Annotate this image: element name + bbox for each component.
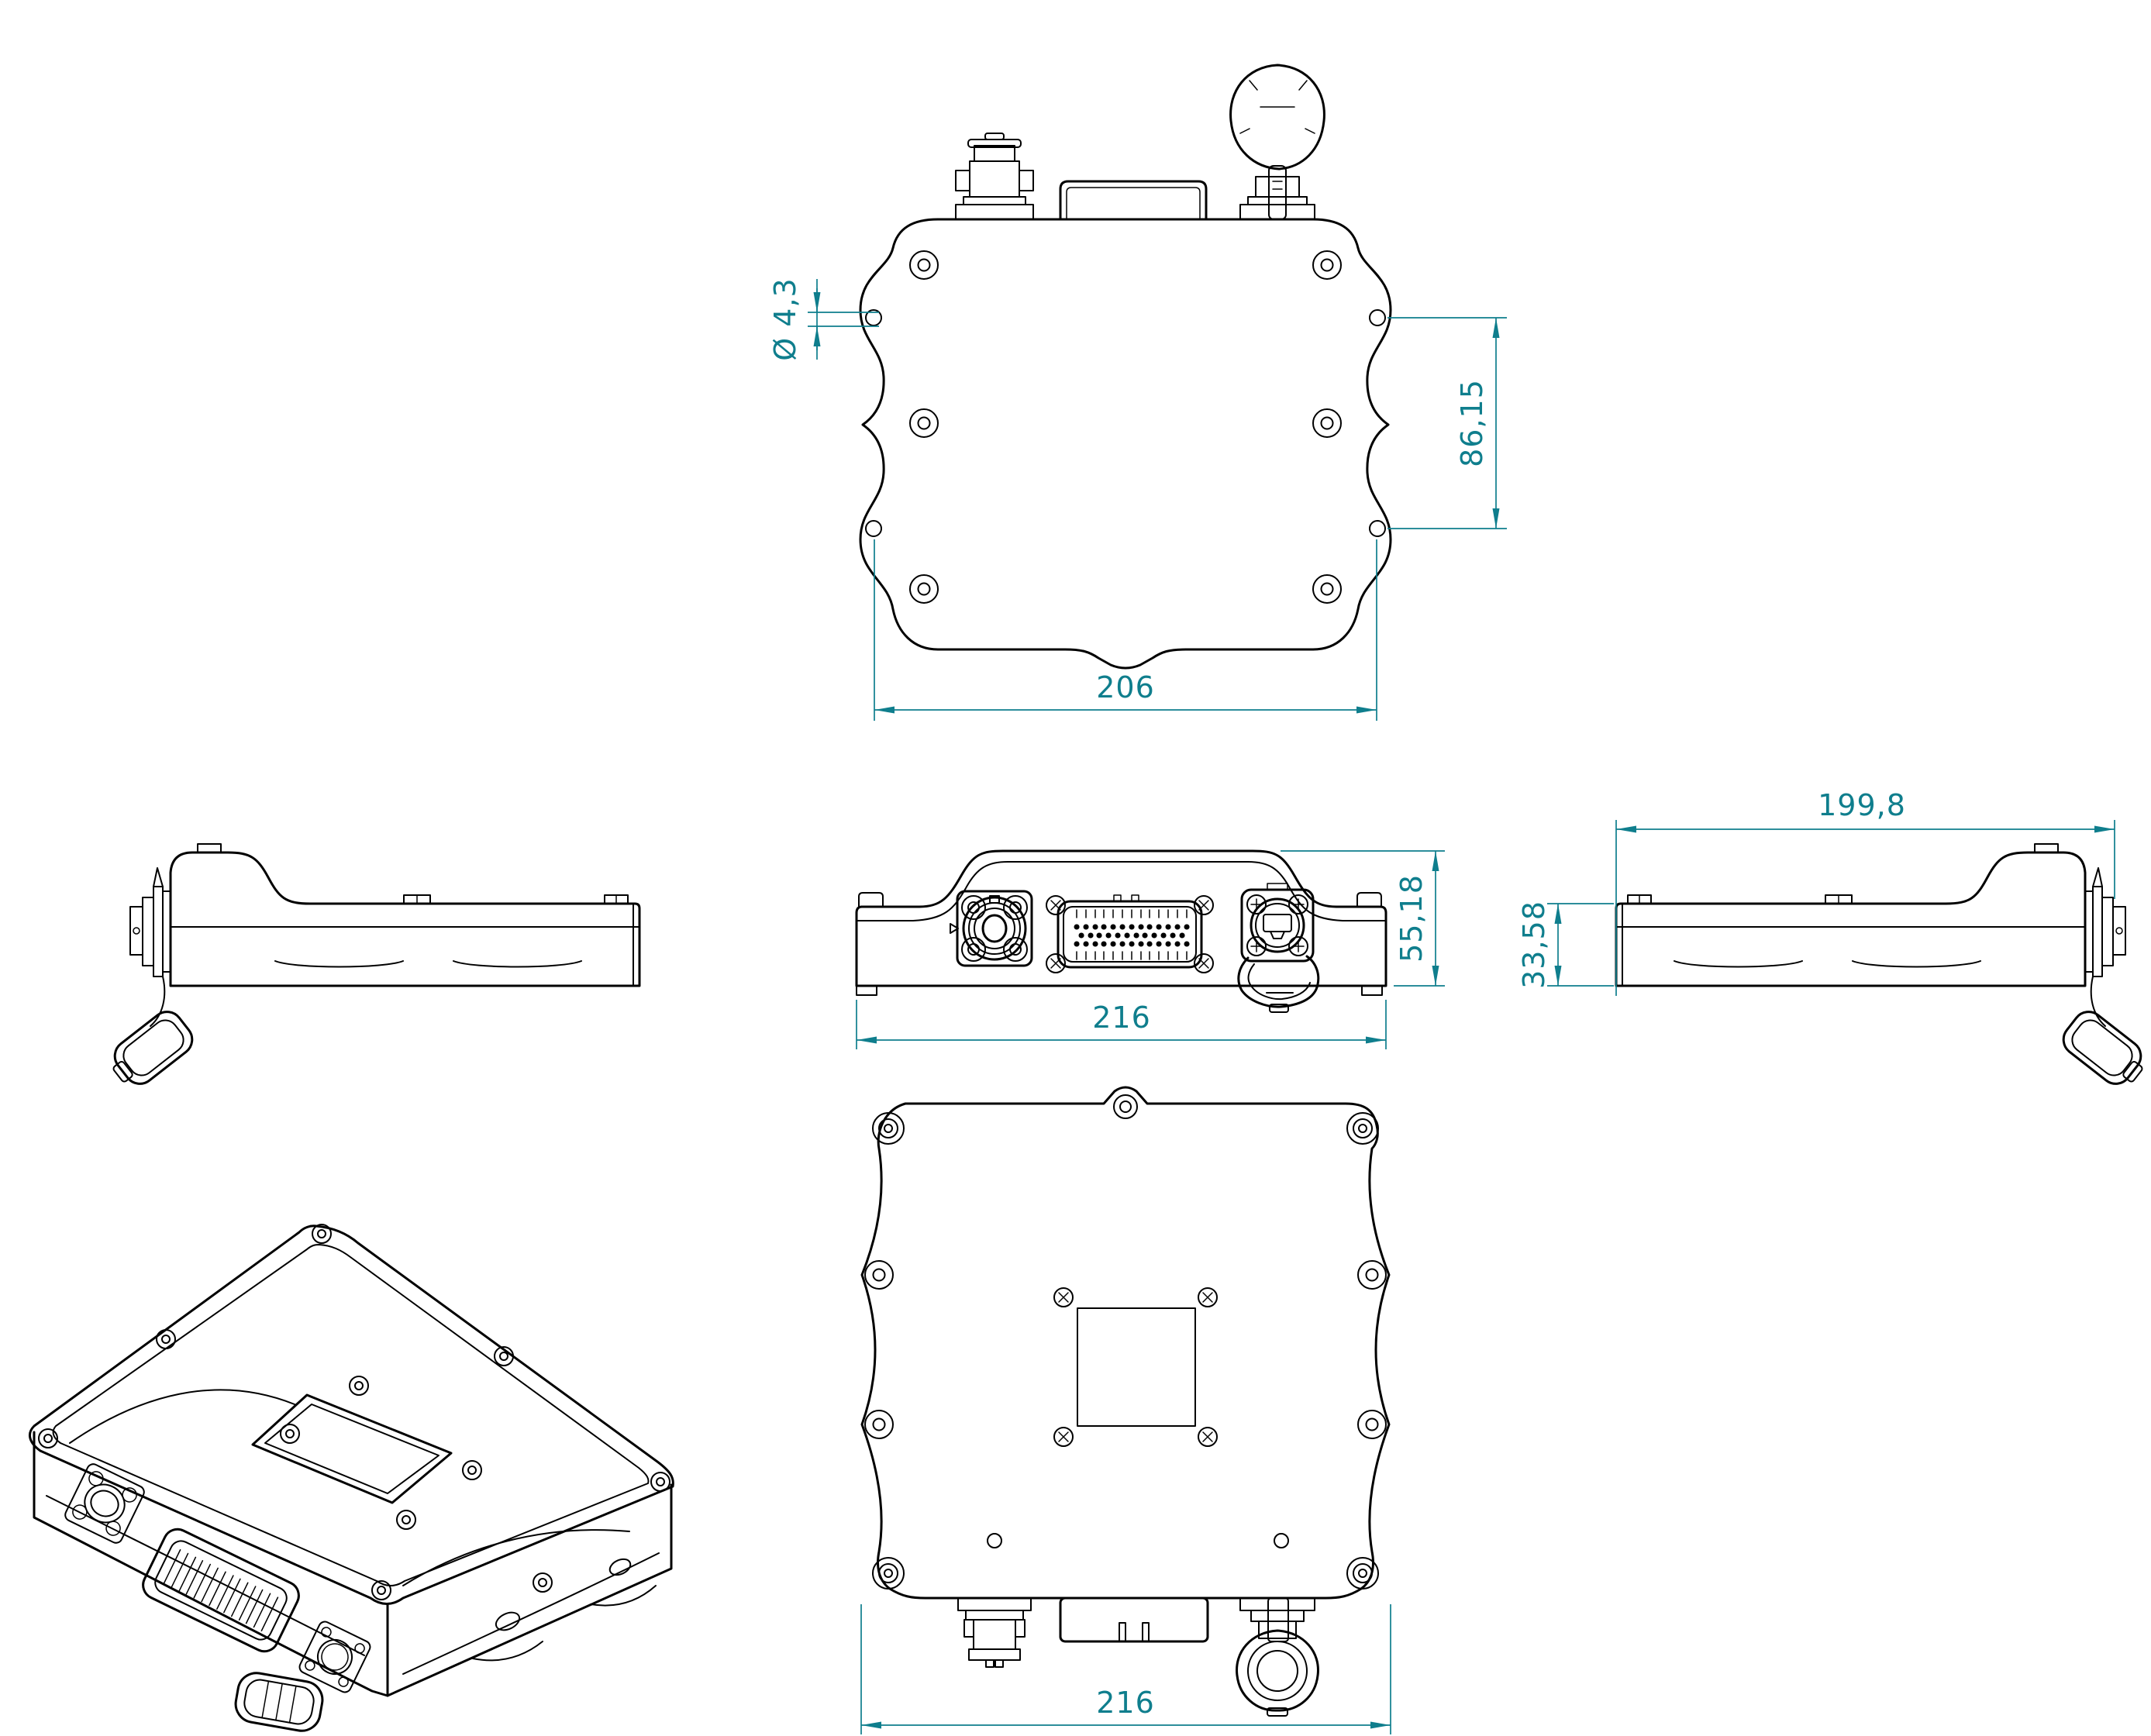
multipin-connector-iso: [142, 1528, 300, 1653]
connector-cap-front: [1237, 955, 1320, 1013]
dimension-label-front-height: 55,18: [1394, 874, 1429, 963]
dimension-label-hole-pitch-vertical: 86,15: [1455, 379, 1489, 467]
isometric-view: [28, 1224, 674, 1732]
circular-connector-bottom: [957, 1597, 1032, 1668]
top-view: Ø 4,3 86,15 206: [768, 64, 1507, 721]
dimension-hole-pitch-vertical: 86,15: [1387, 317, 1507, 529]
dimension-hole-pitch-horizontal: 206: [874, 539, 1377, 721]
heatsink-pad: [1053, 1287, 1218, 1447]
dimension-label-side-length: 199,8: [1818, 788, 1906, 822]
dimension-front-width: 216: [856, 1000, 1387, 1049]
multipin-connector-front: [1046, 894, 1214, 973]
breather-valve-bottom: [1236, 1597, 1319, 1717]
bottom-corner-bosses: [864, 1094, 1387, 1590]
dimension-front-height: 55,18: [1281, 850, 1445, 987]
circular-connector-iso: [64, 1463, 145, 1544]
service-connector-iso: [298, 1621, 371, 1693]
circular-connector-top: [955, 133, 1034, 220]
dimension-side-base-height: 33,58: [1517, 901, 1614, 989]
breather-valve-top: [1229, 64, 1325, 220]
bottom-view: 216: [860, 1086, 1391, 1734]
front-view: 216 55,18: [855, 849, 1445, 1049]
dimension-label-front-width: 216: [1092, 1001, 1151, 1035]
dimension-bottom-width: 216: [860, 1604, 1391, 1734]
top-recess: [251, 1376, 482, 1530]
dimension-label-bottom-width: 216: [1096, 1686, 1155, 1720]
top-view-outline: [859, 218, 1392, 670]
dimension-label-hole-diameter: Ø 4,3: [768, 277, 802, 360]
multipin-connector-top: [1059, 180, 1208, 221]
circular-connector-front: [950, 890, 1033, 967]
dimension-label-side-base-height: 33,58: [1517, 901, 1551, 989]
multipin-connector-bottom: [1059, 1596, 1209, 1643]
connector-cap-iso: [234, 1672, 324, 1732]
dimension-label-hole-pitch-horizontal: 206: [1096, 670, 1155, 704]
mounting-holes: [865, 309, 1386, 537]
right-side-view: 199,8 33,58: [1517, 788, 2151, 1095]
left-side-view: [102, 842, 641, 1095]
front-view-outline: [855, 849, 1387, 987]
cover-screw-bosses: [909, 250, 1342, 604]
dimension-side-length: 199,8: [1615, 788, 2115, 996]
bottom-view-outline: [860, 1086, 1391, 1600]
iso-perimeter-screws: [38, 1224, 670, 1600]
dimension-hole-diameter: Ø 4,3: [768, 277, 879, 361]
service-connector-front: [1237, 883, 1320, 1013]
